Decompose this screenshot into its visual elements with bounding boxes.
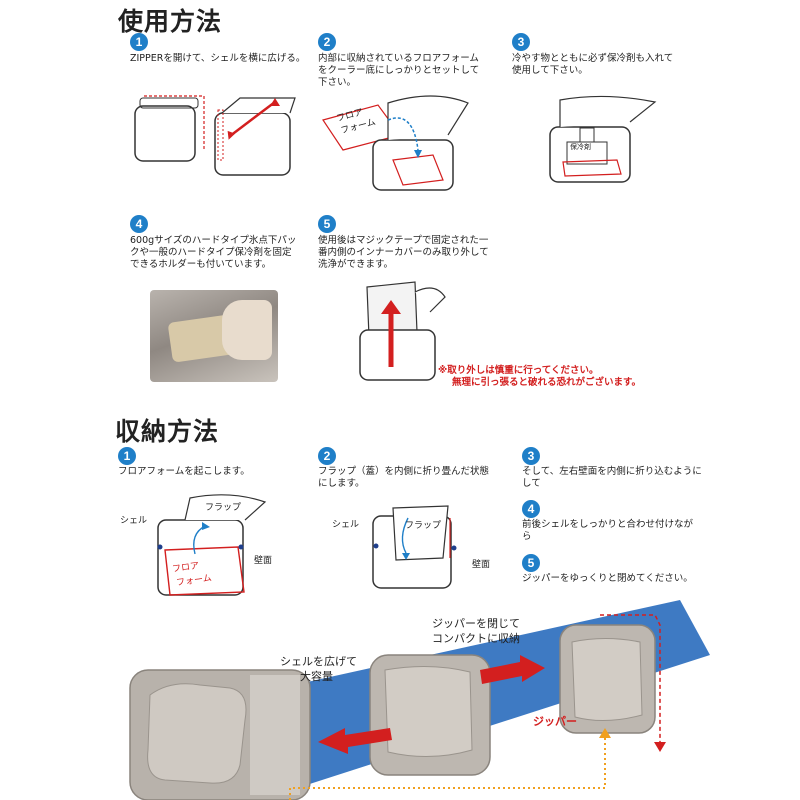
compact-arrow [480, 655, 545, 684]
storage-step-2-number: 2 [318, 447, 336, 465]
usage-step-2-illustration [322, 95, 469, 191]
storage-label-shell-1: シェル [120, 516, 148, 526]
usage-step-2-number: 2 [318, 33, 336, 51]
zipper-label: ジッパー [533, 715, 577, 728]
usage-step-4-text: 600gサイズのハードタイプ氷点下パックや一般のハードタイプ保冷剤を固定できるホ… [130, 235, 297, 270]
usage-step-3-number: 3 [512, 33, 530, 51]
usage-step-1-text: ZIPPERを開けて、シェルを横に広げる。 [130, 53, 306, 64]
storage-step-4-number: 4 [522, 500, 540, 518]
warning-line-2: 無理に引っ張ると破れる恐れがございます。 [452, 377, 642, 388]
usage-step-5-number: 5 [318, 215, 336, 233]
storage-step-2-text: フラップ（蓋）を内側に折り畳んだ状態にします。 [318, 466, 490, 489]
storage-section-title: 収納方法 [115, 417, 220, 446]
usage-section-title: 使用方法 [118, 7, 223, 36]
usage-step-3-illustration [549, 95, 657, 183]
zipper-path [289, 735, 606, 800]
compact-product-illustration [129, 600, 710, 800]
expand-caption-line-1: シェルを広げて [280, 655, 357, 668]
usage-step-3-text: 冷やす物とともに必ず保冷剤も入れて使用して下さい。 [512, 53, 674, 76]
usage-step-5-text: 使用後はマジックテープで固定された一番内側のインナーカバーのみ取り外して洗浄がで… [318, 235, 489, 270]
expand-caption-line-2: 大容量 [300, 670, 333, 683]
compact-caption-line-1: ジッパーを閉じて [432, 617, 520, 630]
warning-line-1: ※取り外しは慎重に行ってください。 [438, 365, 599, 376]
storage-label-flap-2: フラップ [405, 521, 442, 531]
storage-step-3-text: そして、左右壁面を内側に折り込むようにして [522, 466, 702, 489]
holder-photo [150, 290, 278, 382]
storage-step-4-text: 前後シェルをしっかりと合わせ付けながら [522, 519, 694, 542]
usage-step-1-number: 1 [130, 33, 148, 51]
usage-step-1-illustration [134, 95, 296, 176]
storage-label-wall-2: 壁面 [472, 560, 491, 570]
storage-label-flap-1: フラップ [205, 503, 242, 513]
storage-step-1-text: フロアフォームを起こします。 [118, 466, 250, 477]
expand-arrow [318, 728, 392, 754]
storage-label-shell-2: シェル [332, 520, 360, 530]
cold-pack-label: 保冷剤 [570, 143, 591, 151]
usage-step-4-number: 4 [130, 215, 148, 233]
storage-label-wall-1: 壁面 [254, 556, 273, 566]
storage-step-3-number: 3 [522, 447, 540, 465]
usage-step-2-text: 内部に収納されているフロアフォームをクーラー底にしっかりとセットして下さい。 [318, 53, 480, 88]
storage-step-5-number: 5 [522, 554, 540, 572]
hand-image [222, 300, 272, 360]
storage-step-1-illustration [157, 494, 267, 596]
storage-step-1-number: 1 [118, 447, 136, 465]
usage-step-5-illustration [359, 281, 446, 381]
storage-step-2-illustration [372, 505, 457, 589]
storage-step-5-text: ジッパーをゆっくりと閉めてください。 [522, 573, 693, 584]
compact-caption-line-2: コンパクトに収納 [432, 632, 520, 645]
